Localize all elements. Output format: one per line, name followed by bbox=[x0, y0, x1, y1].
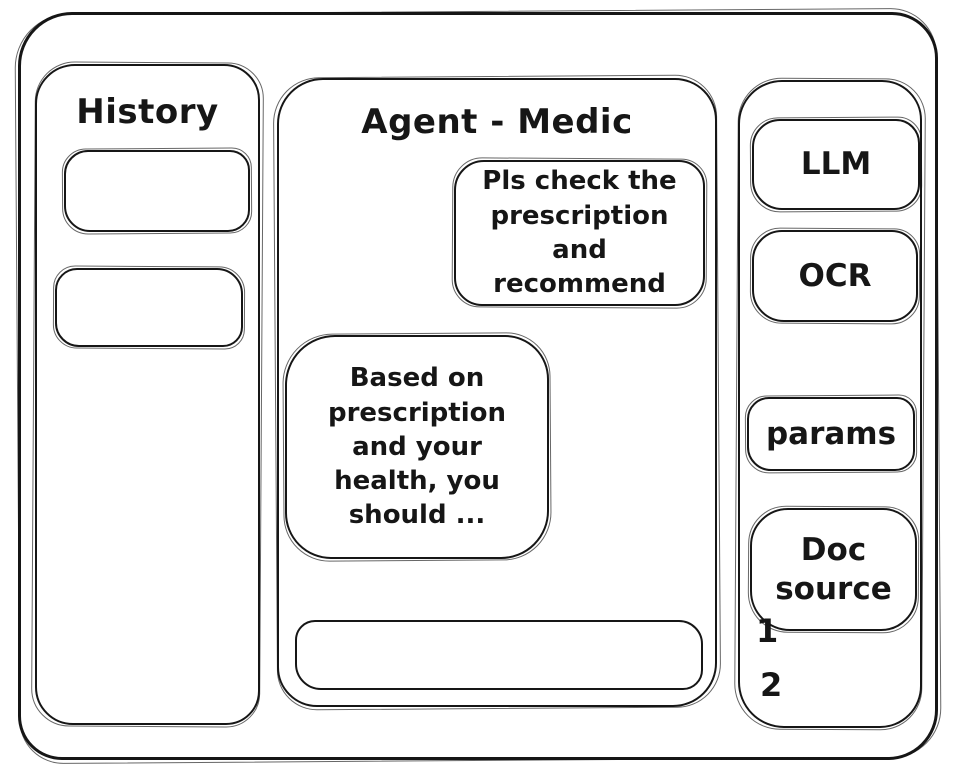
chat-panel: Agent - Medic Pls check the prescription… bbox=[277, 78, 717, 707]
doc-source-item-2: 2 bbox=[760, 666, 783, 704]
doc-source-button[interactable]: Doc source bbox=[750, 508, 917, 631]
chat-input[interactable] bbox=[295, 620, 703, 690]
history-item[interactable] bbox=[55, 268, 243, 347]
doc-source-button-label: Doc source bbox=[775, 531, 892, 607]
tools-panel: LLM OCR params Doc source 1 2 bbox=[738, 80, 922, 728]
chat-message-user: Pls check the prescription and recommend bbox=[454, 160, 705, 306]
llm-button-label: LLM bbox=[800, 146, 872, 183]
chat-title: Agent - Medic bbox=[361, 102, 633, 142]
ocr-button-label: OCR bbox=[798, 257, 872, 294]
history-title: History bbox=[76, 92, 219, 132]
history-panel: History bbox=[35, 64, 260, 725]
params-button-label: params bbox=[765, 415, 897, 452]
llm-button[interactable]: LLM bbox=[752, 119, 920, 210]
ocr-button[interactable]: OCR bbox=[752, 230, 918, 322]
chat-message-user-text: Pls check the prescription and recommend bbox=[482, 166, 677, 300]
params-button[interactable]: params bbox=[747, 397, 915, 471]
chat-message-assistant: Based on prescription and your health, y… bbox=[285, 335, 549, 559]
doc-source-item-1: 1 bbox=[756, 612, 779, 650]
chat-message-assistant-text: Based on prescription and your health, y… bbox=[327, 363, 506, 531]
history-item[interactable] bbox=[64, 150, 250, 232]
